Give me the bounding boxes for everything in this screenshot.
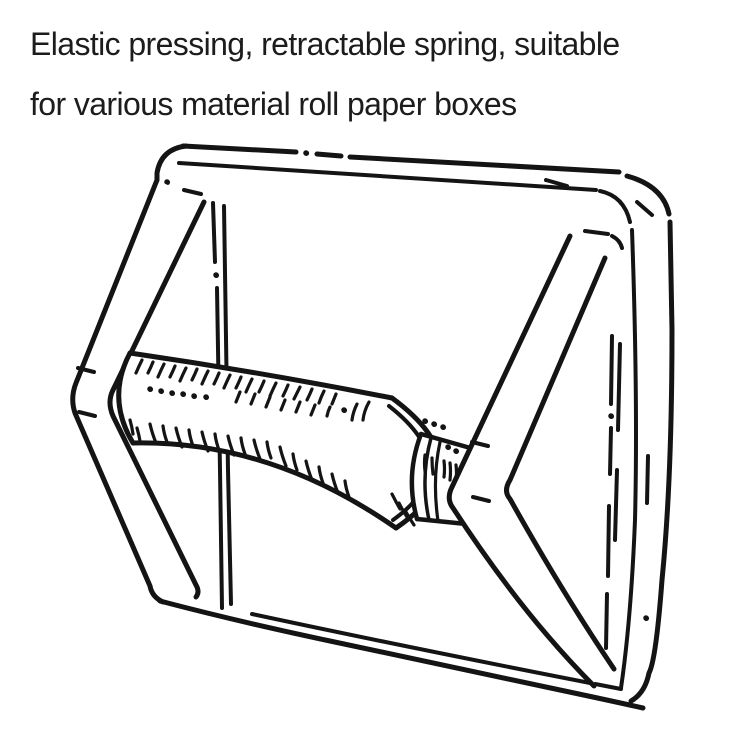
right-support-arm xyxy=(446,229,624,689)
caption-line-1: Elastic pressing, retractable spring, su… xyxy=(30,26,620,62)
caption: Elastic pressing, retractable spring, su… xyxy=(30,14,620,134)
wall-plate xyxy=(154,143,675,711)
paper-roller xyxy=(116,350,447,531)
left-support-arm xyxy=(70,177,207,605)
caption-line-2: for various material roll paper boxes xyxy=(30,86,517,122)
